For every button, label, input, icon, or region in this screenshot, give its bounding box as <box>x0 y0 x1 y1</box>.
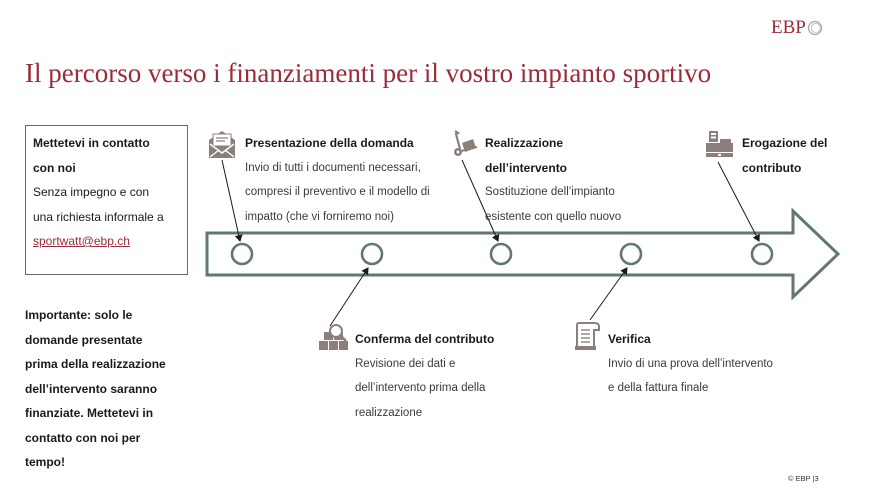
contact-box: Mettetevi in contatto con noi Senza impe… <box>25 125 188 275</box>
connector-line-3 <box>461 159 500 242</box>
step-desc: esistente con quello nuovo <box>485 210 622 223</box>
step-heading: Verifica <box>608 332 651 346</box>
step-heading: dell’intervento <box>485 160 568 175</box>
contact-body-1: Senza impegno e con <box>33 185 150 199</box>
important-line: dell’intervento saranno <box>25 381 158 396</box>
search-boxes-icon <box>319 324 348 350</box>
important-line: contatto con noi per <box>25 430 141 445</box>
hand-truck-icon <box>454 130 478 156</box>
important-line: prima della realizzazione <box>25 357 166 371</box>
timeline-arrow <box>205 207 841 301</box>
open-envelope-icon <box>209 131 235 158</box>
step-desc: e della fattura finale <box>608 382 709 394</box>
step-desc: dell’intervento prima della <box>355 382 486 394</box>
important-line: tempo! <box>25 455 65 469</box>
step-conferma: Conferma del contributo Revisione dei da… <box>355 327 494 425</box>
connector-line-2 <box>329 267 369 327</box>
logo-text: EBP <box>771 17 806 38</box>
step-heading: Conferma del contributo <box>355 332 495 346</box>
milestone-circle-2 <box>360 242 384 266</box>
circle-rings-logo-icon <box>807 20 823 36</box>
important-note: Importante: solo le domande presentate p… <box>25 303 195 475</box>
step-desc: Sostituzione dell’impianto <box>485 186 615 198</box>
step-desc: compresi il preventivo e il modello di <box>245 186 430 198</box>
contact-heading-2: con noi <box>33 160 76 175</box>
milestone-circle-5 <box>750 242 774 266</box>
step-desc: realizzazione <box>355 406 423 419</box>
connector-line-4 <box>589 267 628 321</box>
step-verifica: Verifica Invio di una prova dell’interve… <box>608 327 773 401</box>
step-heading: Realizzazione <box>485 136 564 150</box>
important-line: domande presentate <box>25 332 143 347</box>
important-line: Importante: solo le <box>25 308 133 322</box>
step-desc: Invio di una prova dell’intervento <box>608 357 773 370</box>
milestone-circle-1 <box>230 242 254 266</box>
step-heading: Presentazione della domanda <box>245 136 414 150</box>
ebp-logo: EBP <box>771 17 823 39</box>
connector-line-5 <box>717 161 760 242</box>
step-desc: impatto (che vi forniremo noi) <box>245 210 394 223</box>
step-desc: Revisione dei dati e <box>355 357 456 370</box>
footer-page-number: © EBP |3 <box>788 474 819 483</box>
contact-body-2: una richiesta informale a <box>33 209 164 224</box>
step-desc: Invio di tutti i documenti necessari, <box>245 161 421 174</box>
important-line: finanziate. Mettetevi in <box>25 406 154 420</box>
milestone-circle-3 <box>489 242 513 266</box>
connector-line-1 <box>221 159 243 242</box>
cash-register-icon <box>706 131 733 157</box>
step-heading: contributo <box>742 160 802 175</box>
step-realizzazione: Realizzazione dell’intervento Sostituzio… <box>485 131 621 229</box>
step-heading: Erogazione del <box>742 136 828 150</box>
step-presentazione: Presentazione della domanda Invio di tut… <box>245 131 430 229</box>
step-erogazione: Erogazione del contributo <box>742 131 827 180</box>
email-link[interactable]: sportwatt@ebp.ch <box>33 234 130 248</box>
page-title: Il percorso verso i finanziamenti per il… <box>25 58 712 88</box>
milestone-circle-4 <box>619 242 643 266</box>
document-scroll-icon <box>575 322 600 350</box>
contact-heading-1: Mettetevi in contatto <box>33 136 150 150</box>
